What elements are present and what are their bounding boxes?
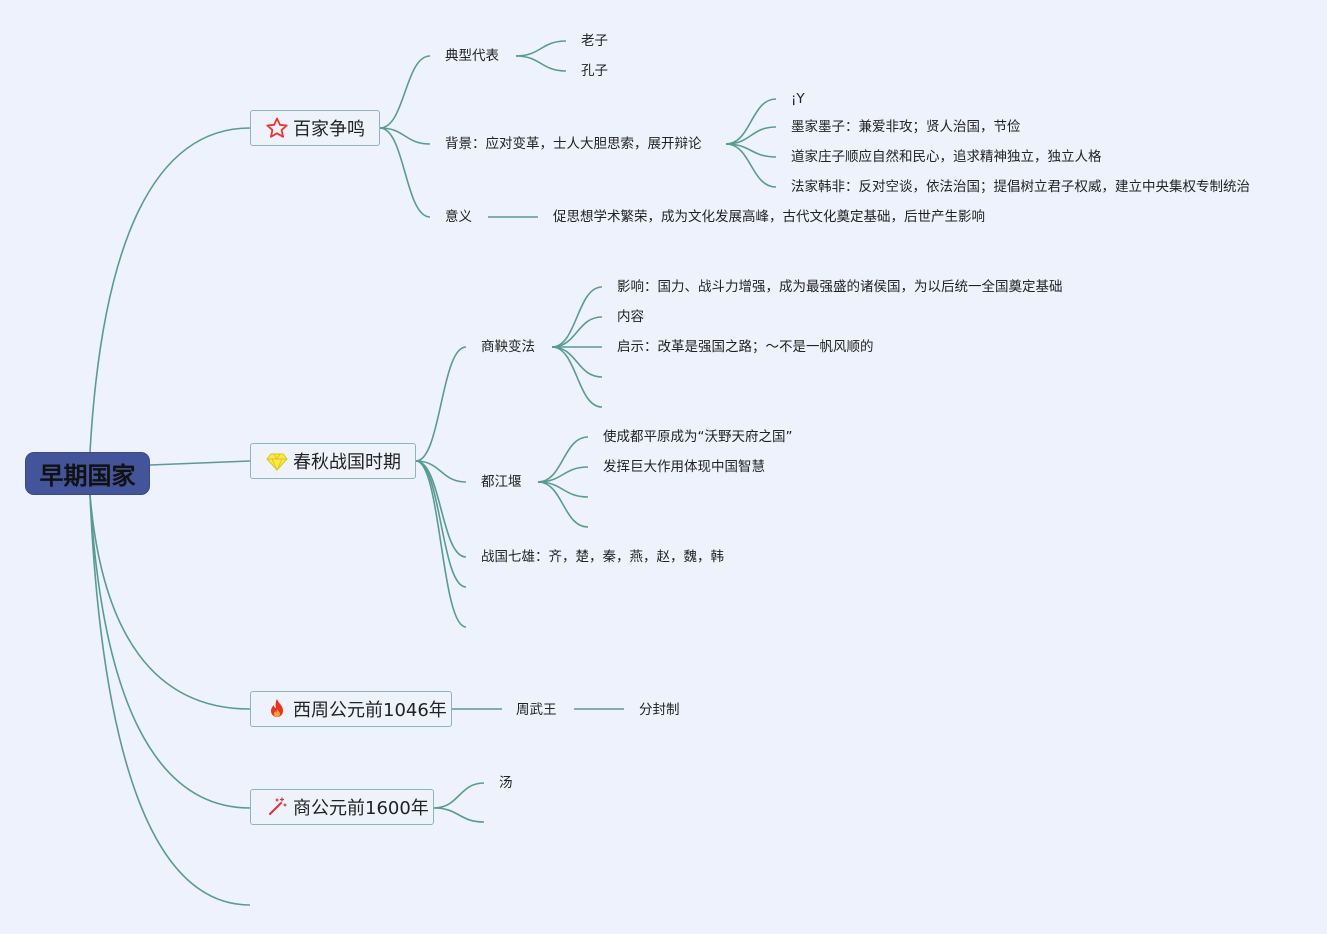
link-cq-dujiangyan — [415, 460, 467, 483]
link-root-xizhou — [89, 494, 251, 710]
leaf-fengjian[interactable]: 分封制 — [639, 702, 680, 718]
leaf-laozi[interactable]: 老子 — [581, 33, 608, 49]
leaf-taoism[interactable]: 道家庄子顺应自然和民心，追求精神独立，独立人格 — [791, 149, 1102, 165]
link-reform-1 — [551, 316, 603, 348]
leaf-legalism[interactable]: 法家韩非：反对空谈，依法治国；提倡树立君子权威，建立中央集权专制统治 — [791, 179, 1250, 195]
link-rep-kongzi — [515, 55, 567, 72]
root-label: 早期国家 — [39, 462, 136, 490]
magic-wand-icon — [265, 795, 289, 819]
topic-label: 商公元前1600年 — [293, 798, 429, 819]
fire-icon — [265, 697, 289, 721]
subtopic-seven-states[interactable]: 战国七雄：齐，楚，秦，燕，赵，魏，韩 — [481, 549, 724, 565]
link-baijia-representatives — [379, 55, 431, 129]
link-bg-2 — [725, 126, 777, 145]
subtopic-significance[interactable]: 意义 — [445, 209, 472, 225]
link-baijia-background — [379, 127, 431, 145]
link-reform-3 — [551, 346, 603, 378]
topic-chunqiu-zhanguo[interactable]: 春秋战国时期 — [250, 443, 416, 479]
subtopic-representatives[interactable]: 典型代表 — [445, 48, 499, 64]
link-reform-0 — [551, 286, 603, 348]
subtopic-tang[interactable]: 汤 — [499, 775, 513, 791]
topic-baijia[interactable]: 百家争鸣 — [250, 110, 380, 146]
topic-label: 春秋战国时期 — [293, 452, 401, 473]
link-cq-reform — [415, 346, 467, 462]
star-icon — [265, 116, 289, 140]
link-bg-1 — [725, 98, 777, 145]
link-shang-tang — [433, 782, 485, 809]
link-djy-0 — [537, 436, 589, 483]
link-cq-empty1 — [415, 460, 467, 588]
leaf-dujiangyan-wisdom[interactable]: 发挥巨大作用体现中国智慧 — [603, 459, 765, 475]
link-root-chunqiu — [149, 460, 251, 466]
diamond-icon — [265, 449, 289, 473]
topic-shang[interactable]: 商公元前1600年 — [250, 789, 434, 825]
link-root-shang — [89, 494, 251, 809]
subtopic-dujiangyan[interactable]: 都江堰 — [481, 474, 522, 490]
link-shang-empty — [433, 807, 485, 823]
leaf-dujiangyan-effect[interactable]: 使成都平原成为“沃野天府之国” — [603, 429, 793, 445]
link-reform-4 — [551, 346, 603, 408]
subtopic-background[interactable]: 背景：应对变革，士人大胆思索，展开辩论 — [445, 136, 702, 152]
leaf-mohism[interactable]: 墨家墨子：兼爱非攻；贤人治国，节俭 — [791, 119, 1021, 135]
leaf-reform-content[interactable]: 内容 — [617, 309, 644, 325]
link-djy-3 — [537, 481, 589, 528]
link-rep-laozi — [515, 40, 567, 57]
link-cq-empty2 — [415, 460, 467, 628]
leaf-confucianism[interactable]: ¡Y — [791, 91, 805, 107]
topic-label: 西周公元前1046年 — [293, 700, 447, 721]
leaf-kongzi[interactable]: 孔子 — [581, 63, 608, 79]
subtopic-shangyang-reform[interactable]: 商鞅变法 — [481, 339, 535, 355]
link-root-empty — [89, 494, 251, 906]
topic-western-zhou[interactable]: 西周公元前1046年 — [250, 691, 452, 727]
root-node[interactable]: 早期国家 — [25, 452, 150, 495]
leaf-reform-impact[interactable]: 影响：国力、战斗力增强，成为最强盛的诸侯国，为以后统一全国奠定基础 — [617, 279, 1063, 295]
link-baijia-significance — [379, 127, 431, 218]
leaf-reform-lesson[interactable]: 启示：改革是强国之路；～不是一帆风顺的 — [617, 339, 874, 355]
topic-label: 百家争鸣 — [293, 119, 365, 140]
subtopic-king-wu[interactable]: 周武王 — [516, 702, 557, 718]
leaf-significance-detail[interactable]: 促思想学术繁荣，成为文化发展高峰，古代文化奠定基础，后世产生影响 — [553, 209, 985, 225]
link-root-baijia — [89, 127, 251, 453]
link-bg-4 — [725, 143, 777, 188]
